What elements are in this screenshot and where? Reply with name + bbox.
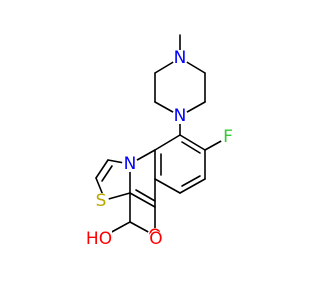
bond-pyr-3 <box>129 192 156 208</box>
bond-benz-1-inner <box>181 141 201 154</box>
bond-thz-2-inner <box>101 165 113 182</box>
atom-o2-label: O <box>149 229 162 249</box>
molecule-structure: N N F N S O O HO <box>85 34 236 249</box>
bond-benz-4 <box>154 178 181 194</box>
bond-benz-1 <box>179 134 206 151</box>
bond-layer <box>95 34 224 235</box>
atom-n3-label: N <box>124 154 137 174</box>
atom-n-methyl: N <box>172 48 188 68</box>
bond-thz-4 <box>104 192 131 201</box>
atom-oxygen-acid: O <box>148 229 164 249</box>
atom-oh-label: HO <box>86 229 112 249</box>
bond-thz-2 <box>95 159 109 179</box>
atom-f-label: F <box>223 127 233 147</box>
bond-pyr-3-inner <box>135 189 156 202</box>
atom-s-label: S <box>96 191 107 211</box>
atom-n1-label: N <box>174 48 187 68</box>
atom-n-aryl: N <box>172 106 188 126</box>
atom-sulfur: S <box>93 191 109 211</box>
bond-benz-3 <box>179 178 206 194</box>
bond-benz-3-inner <box>181 175 201 187</box>
atom-fluorine: F <box>220 127 236 147</box>
atom-n-ring: N <box>122 154 138 174</box>
atom-layer: N N F N S O O HO <box>86 48 236 249</box>
atom-hydroxyl: HO <box>86 229 112 249</box>
bond-benz-6 <box>154 134 181 151</box>
bond-c-f <box>204 139 224 151</box>
atom-n2-label: N <box>174 106 187 126</box>
